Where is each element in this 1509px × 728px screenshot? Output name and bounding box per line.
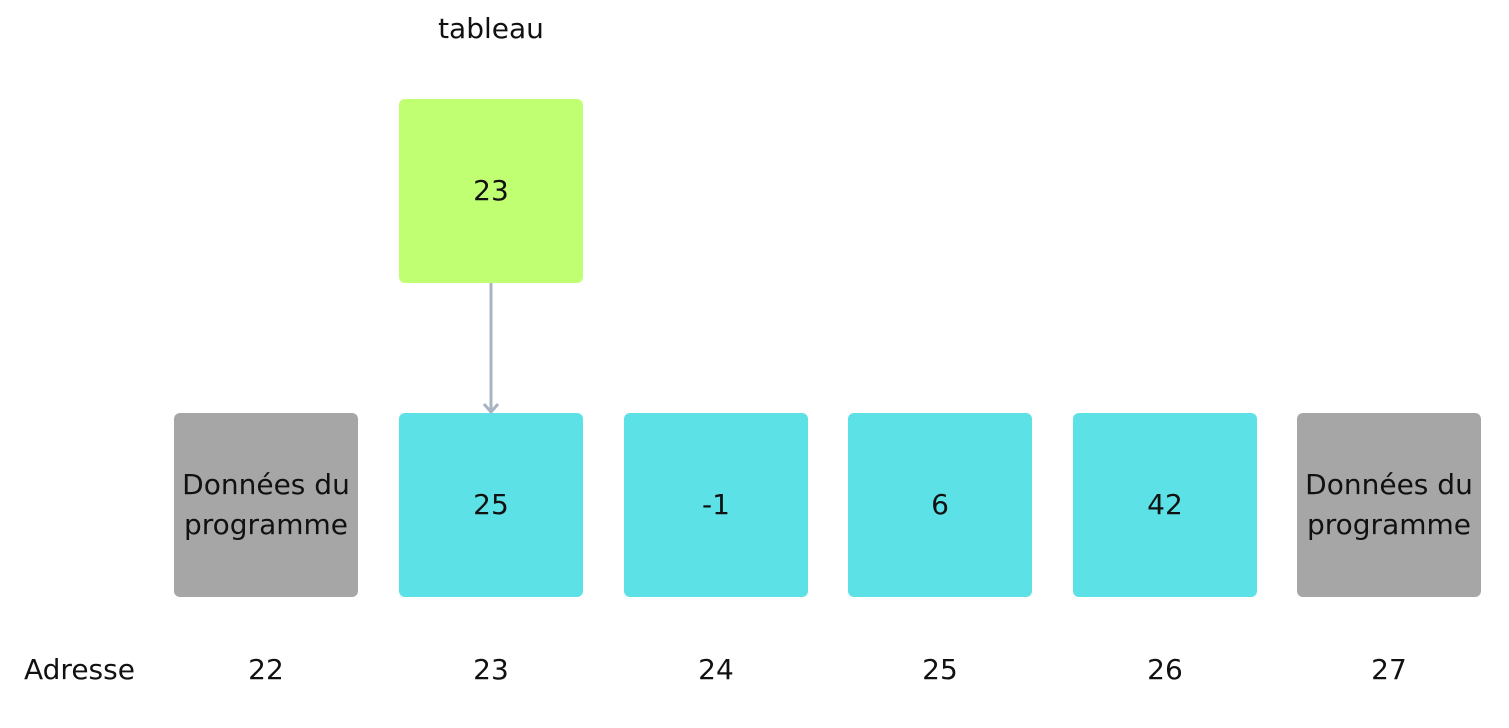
address-27: 27 xyxy=(1371,653,1407,686)
address-26: 26 xyxy=(1147,653,1183,686)
cell-content: 42 xyxy=(1147,488,1183,521)
memory-cell-24: -1 xyxy=(624,413,808,597)
pointer-value: 23 xyxy=(473,174,509,207)
cell-content: Données du programme xyxy=(1305,468,1473,541)
pointer-box: 23 xyxy=(399,99,583,283)
address-25: 25 xyxy=(922,653,958,686)
address-row-label: Adresse xyxy=(24,653,135,686)
memory-cell-25: 6 xyxy=(848,413,1032,597)
pointer-arrow xyxy=(482,283,500,414)
cell-content: -1 xyxy=(702,488,730,521)
cell-content: 25 xyxy=(473,488,509,521)
address-23: 23 xyxy=(473,653,509,686)
memory-cell-27: Données du programme xyxy=(1297,413,1481,597)
address-22: 22 xyxy=(248,653,284,686)
memory-cell-22: Données du programme xyxy=(174,413,358,597)
address-24: 24 xyxy=(698,653,734,686)
memory-cell-23: 25 xyxy=(399,413,583,597)
cell-content: Données du programme xyxy=(182,468,350,541)
cell-content: 6 xyxy=(931,488,949,521)
memory-cell-26: 42 xyxy=(1073,413,1257,597)
variable-name-label: tableau xyxy=(438,12,544,45)
